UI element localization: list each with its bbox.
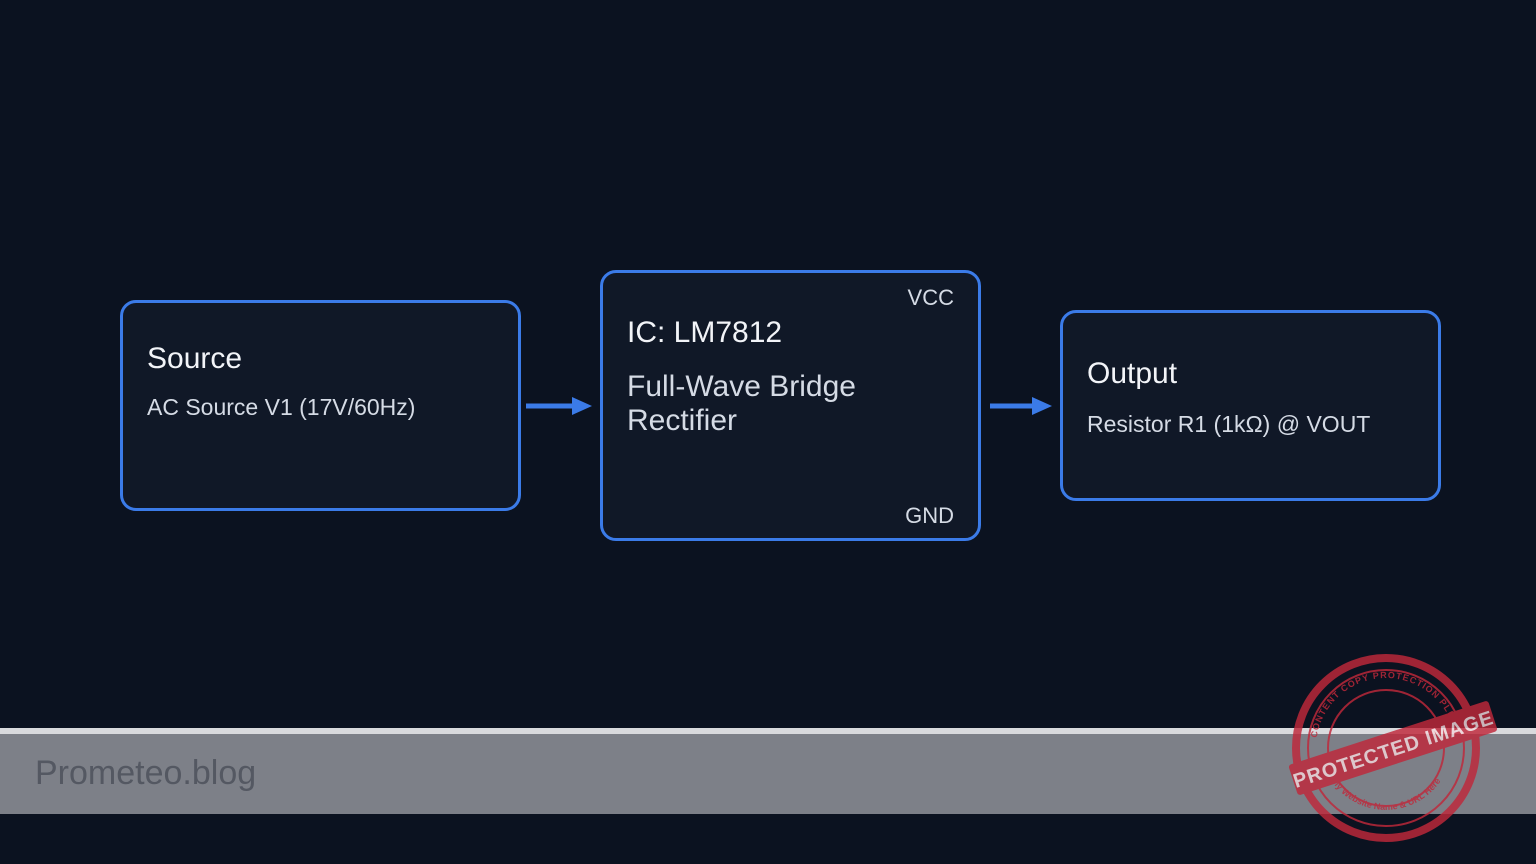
source-block: Source AC Source V1 (17V/60Hz) [120,300,521,511]
svg-text:My Website Name & URL Here: My Website Name & URL Here [1330,776,1443,812]
source-title: Source [147,342,243,375]
ic-subtitle: Full-Wave Bridge Rectifier [627,370,856,437]
output-subtitle: Resistor R1 (1kΩ) @ VOUT [1087,411,1371,437]
arrow-source-to-ic [526,397,592,415]
ic-title: IC: LM7812 [627,316,783,349]
arrow-ic-to-output [990,397,1052,415]
footer-brand-text: Prometeo.blog [35,754,257,792]
source-subtitle: AC Source V1 (17V/60Hz) [147,394,416,420]
ic-block: VCC IC: LM7812 Full-Wave Bridge Rectifie… [600,270,981,541]
footer-band: Prometeo.blog [0,734,1536,814]
output-block: Output Resistor R1 (1kΩ) @ VOUT [1060,310,1441,501]
gnd-pin-label: GND [905,503,954,528]
protected-image-stamp-icon: CONTENT COPY PROTECTION PLUGIN My Websit… [1288,654,1498,842]
stamp-ring-bottom-text: My Website Name & URL Here [1330,776,1443,812]
footer-divider [0,728,1536,734]
output-title: Output [1087,357,1178,390]
vcc-pin-label: VCC [907,285,954,310]
